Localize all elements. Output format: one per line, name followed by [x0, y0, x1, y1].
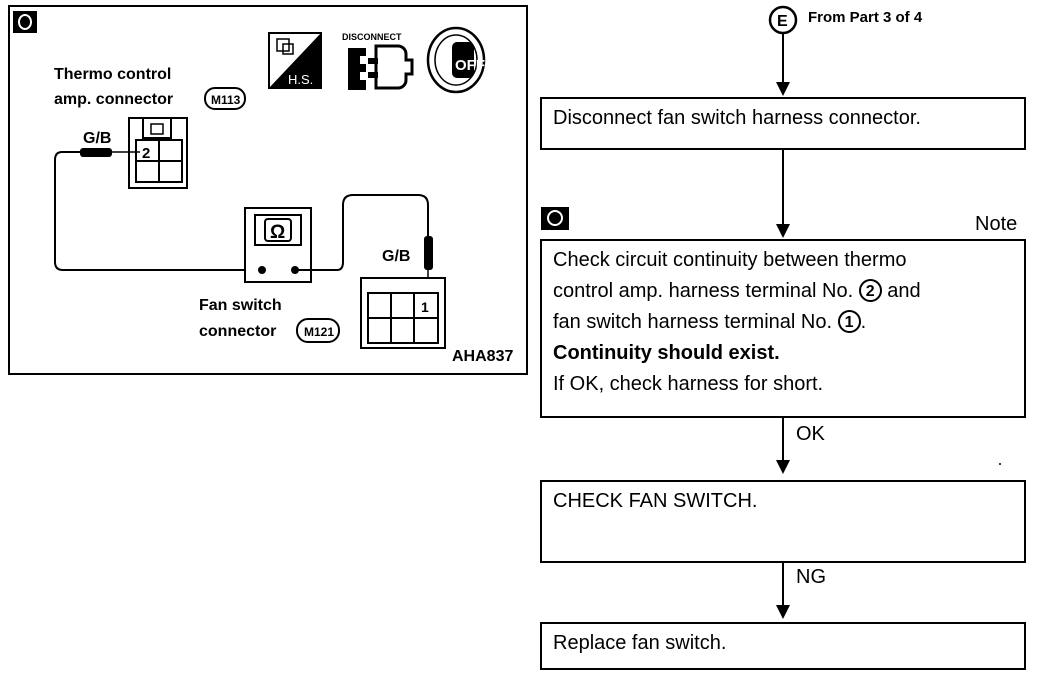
- amp-terminal-number: 2: [142, 145, 150, 162]
- arrow-ng-head: [776, 605, 790, 619]
- off-label: OFF: [455, 57, 485, 74]
- ohmmeter-badge-icon: [13, 11, 37, 33]
- check-line4: Continuity should exist.: [553, 342, 780, 364]
- test-lead-right: [295, 194, 429, 271]
- check-line2-pre: control amp. harness terminal No.: [553, 280, 854, 302]
- wire-color-amp: G/B: [83, 130, 111, 147]
- terminal-1-badge: 1: [837, 310, 861, 333]
- entry-marker: E: [768, 5, 798, 35]
- amp-connector-label-line2: amp. connector: [54, 91, 173, 108]
- step-check-fan-text: CHECK FAN SWITCH.: [553, 490, 758, 512]
- step-disconnect-box: Disconnect fan switch harness connector.: [540, 97, 1026, 150]
- entry-text: From Part 3 of 4: [808, 9, 923, 26]
- entry-marker-letter: E: [777, 13, 788, 30]
- ohmmeter-badge-flow-icon: [541, 207, 569, 230]
- ok-label: OK: [796, 423, 825, 445]
- fan-connector-label-line1: Fan switch: [199, 297, 282, 314]
- step-replace-text: Replace fan switch.: [553, 632, 727, 654]
- harness-side-icon: H.S.: [268, 32, 322, 89]
- figure-code: AHA837: [452, 348, 513, 365]
- ng-label: NG: [796, 566, 826, 588]
- note-label: Note: [975, 213, 1018, 235]
- arrow-ok-head: [776, 460, 790, 474]
- probe-amp-side: [80, 148, 140, 157]
- check-line3: fan switch harness terminal No. 1.: [553, 307, 1014, 338]
- continuity-check-box: Check circuit continuity between thermo …: [540, 239, 1026, 418]
- disconnect-connector-icon: DISCONNECT: [342, 32, 414, 90]
- check-line3-pre: fan switch harness terminal No.: [553, 311, 833, 333]
- hs-label: H.S.: [288, 72, 313, 87]
- amp-connector-label-line1: Thermo control: [54, 66, 171, 83]
- step-disconnect-text: Disconnect fan switch harness connector.: [553, 107, 921, 129]
- check-line1: Check circuit continuity between thermo: [553, 249, 907, 271]
- amp-connector: 2: [128, 117, 188, 189]
- diagram-frame: [8, 5, 528, 375]
- amp-connector-id-badge: [204, 87, 246, 110]
- amp-connector-id: M113: [211, 93, 241, 107]
- disconnect-label: DISCONNECT: [342, 32, 402, 42]
- terminal-2-badge: 2: [858, 279, 882, 302]
- test-lead-left: [54, 151, 262, 271]
- speck: [999, 463, 1001, 465]
- arrow-step1-head: [776, 224, 790, 238]
- replace-fan-switch-box: Replace fan switch.: [540, 622, 1026, 670]
- ignition-off-icon: OFF: [426, 26, 486, 94]
- fan-terminal-number: 1: [421, 299, 429, 315]
- fan-connector-id-badge: [296, 318, 340, 343]
- wire-color-fan: G/B: [382, 248, 410, 265]
- arrow-entry-head: [776, 82, 790, 96]
- check-line3-post: .: [860, 311, 867, 333]
- fan-connector-id: M121: [304, 325, 334, 339]
- ohmmeter-symbol: Ω: [270, 222, 285, 243]
- check-fan-switch-box: CHECK FAN SWITCH.: [540, 480, 1026, 563]
- check-line5: If OK, check harness for short.: [553, 373, 824, 395]
- fan-switch-connector: 1: [360, 277, 446, 349]
- fan-connector-label-line2: connector: [199, 323, 276, 340]
- check-line2: control amp. harness terminal No. 2 and: [553, 276, 1014, 307]
- check-line2-post: and: [887, 280, 921, 302]
